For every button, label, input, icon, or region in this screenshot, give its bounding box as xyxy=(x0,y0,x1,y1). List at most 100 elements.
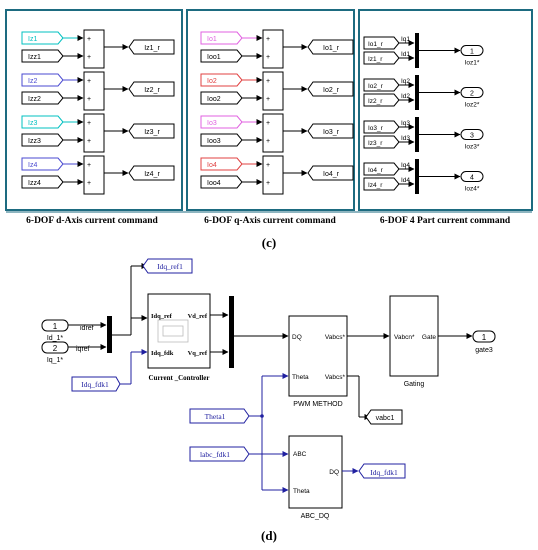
parts-outport-4-label: Ioz4* xyxy=(465,186,480,193)
qaxis-sum-1[interactable] xyxy=(262,29,284,69)
goto-vabc-label: vabc1 xyxy=(376,415,395,422)
daxis-from-3-a[interactable] xyxy=(21,115,64,129)
qaxis-goto-2[interactable] xyxy=(307,81,354,97)
daxis-goto-3[interactable] xyxy=(128,123,175,139)
daxis-from-3-a-label: Iz3 xyxy=(28,120,37,127)
parts-mux-1 xyxy=(415,33,419,68)
parts-from-4-a[interactable] xyxy=(363,162,400,176)
pwm-method-block[interactable] xyxy=(288,315,348,397)
parts-from-3-b[interactable] xyxy=(363,135,400,149)
parts-outport-3[interactable] xyxy=(460,129,484,140)
daxis-from-4-b[interactable] xyxy=(21,175,64,189)
from-idq-fdk[interactable] xyxy=(71,376,121,392)
sum-plus-sign: + xyxy=(87,138,91,145)
daxis-goto-1[interactable] xyxy=(128,39,175,55)
panel-d-label: (d) xyxy=(261,528,277,543)
daxis-goto-3-label: Iz3_r xyxy=(144,129,160,136)
pwm-port-vabcs-2: Vabcs* xyxy=(325,374,346,381)
from-abc-fdk[interactable] xyxy=(189,446,250,462)
qaxis-from-4-a[interactable] xyxy=(200,157,243,171)
qaxis-goto-2-label: Io2_r xyxy=(323,87,340,94)
qaxis-from-3-a-label: Io3 xyxy=(207,120,217,127)
goto-vabc[interactable] xyxy=(365,409,403,425)
pwm-port-theta: Theta xyxy=(292,374,309,381)
daxis-from-2-a-label: Iz2 xyxy=(28,78,37,85)
qaxis-from-3-a[interactable] xyxy=(200,115,243,129)
panel-c-label: (c) xyxy=(262,235,276,250)
gating-port-out: Gate xyxy=(422,334,436,341)
goto-idq-ref[interactable] xyxy=(142,258,193,274)
parts-mux-3 xyxy=(415,117,419,152)
qaxis-goto-4[interactable] xyxy=(307,165,354,181)
sum-plus-sign: + xyxy=(87,78,91,85)
daxis-goto-1-label: Iz1_r xyxy=(144,45,160,52)
sum-plus-sign: + xyxy=(266,180,270,187)
parts-from-1-b[interactable] xyxy=(363,51,400,65)
daxis-from-4-a[interactable] xyxy=(21,157,64,171)
goto-idq-fdk-label: Idq_fdk1 xyxy=(370,468,398,477)
parts-outport-1[interactable] xyxy=(460,45,484,56)
goto-idq-fdk[interactable] xyxy=(358,463,406,479)
daxis-sum-3[interactable] xyxy=(83,113,105,153)
daxis-goto-4-label: Iz4_r xyxy=(144,171,160,178)
qaxis-from-1-b[interactable] xyxy=(200,49,243,63)
qaxis-from-2-a[interactable] xyxy=(200,73,243,87)
daxis-goto-2-label: Iz2_r xyxy=(144,87,160,94)
gating-name: Gating xyxy=(404,381,425,388)
qaxis-goto-1[interactable] xyxy=(307,39,354,55)
daxis-goto-4[interactable] xyxy=(128,165,175,181)
daxis-from-1-b[interactable] xyxy=(21,49,64,63)
parts-signal-2-a: Iq2 xyxy=(401,78,410,85)
qaxis-from-1-a[interactable] xyxy=(200,31,243,45)
daxis-sum-2[interactable] xyxy=(83,71,105,111)
parts-signal-4-b: Id4 xyxy=(401,177,410,184)
parts-signal-3-b: Id3 xyxy=(401,135,410,142)
qaxis-sum-4[interactable] xyxy=(262,155,284,195)
qaxis-sum-2[interactable] xyxy=(262,71,284,111)
parts-outport-2-label: Ioz2* xyxy=(465,102,480,109)
daxis-sum-1[interactable] xyxy=(83,29,105,69)
daxis-goto-2[interactable] xyxy=(128,81,175,97)
daxis-from-2-a[interactable] xyxy=(21,73,64,87)
sum-plus-sign: + xyxy=(87,96,91,103)
parts-outport-3-number: 3 xyxy=(470,133,474,140)
outport-number: 1 xyxy=(482,333,487,342)
qaxis-from-4-b[interactable] xyxy=(200,175,243,189)
gating-block[interactable] xyxy=(389,295,439,377)
parts-from-3-a[interactable] xyxy=(363,120,400,134)
parts-from-2-a-label: Io2_r xyxy=(368,83,384,90)
from-theta[interactable] xyxy=(189,408,250,424)
daxis-from-3-b[interactable] xyxy=(21,133,64,147)
parts-mux-4 xyxy=(415,159,419,194)
pwm-port-dq: DQ xyxy=(292,334,302,341)
qaxis-caption: 6-DOF q-Axis current command xyxy=(204,216,336,226)
parts-from-1-a[interactable] xyxy=(363,36,400,50)
qaxis-from-3-b[interactable] xyxy=(200,133,243,147)
parts-from-2-b[interactable] xyxy=(363,93,400,107)
parts-from-4-b[interactable] xyxy=(363,177,400,191)
mux-input xyxy=(107,316,112,353)
qaxis-sum-3[interactable] xyxy=(262,113,284,153)
parts-outport-4[interactable] xyxy=(460,171,484,182)
daxis-sum-4[interactable] xyxy=(83,155,105,195)
daxis-from-1-a[interactable] xyxy=(21,31,64,45)
daxis-from-1-b-label: Izz1 xyxy=(28,54,41,61)
qaxis-from-2-b[interactable] xyxy=(200,91,243,105)
parts-from-2-a[interactable] xyxy=(363,78,400,92)
daxis-from-2-b[interactable] xyxy=(21,91,64,105)
parts-signal-1-a: Iq1 xyxy=(401,36,410,43)
abc-dq-block[interactable] xyxy=(288,435,343,509)
qaxis-from-4-a-label: Io4 xyxy=(207,162,217,169)
daxis-from-4-b-label: Izz4 xyxy=(28,180,41,187)
parts-outport-4-number: 4 xyxy=(470,175,474,182)
sum-plus-sign: + xyxy=(87,54,91,61)
sum-plus-sign: + xyxy=(266,36,270,43)
qaxis-from-2-b-label: Ioo2 xyxy=(207,96,221,103)
daxis-caption: 6-DOF d-Axis current command xyxy=(26,216,158,226)
pwm-port-vabcs-1: Vabcs* xyxy=(325,334,346,341)
outport-gate3[interactable] xyxy=(472,330,496,343)
qaxis-goto-3[interactable] xyxy=(307,123,354,139)
parts-outport-2[interactable] xyxy=(460,87,484,98)
parts-from-3-a-label: Io3_r xyxy=(368,125,384,132)
